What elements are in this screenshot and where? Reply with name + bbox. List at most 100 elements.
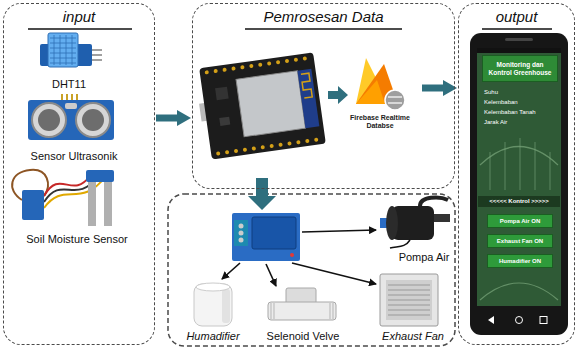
dht11-sensor <box>72 35 73 65</box>
screen-label: Suhu <box>484 88 498 96</box>
ultrasonic-sensor <box>66 94 68 100</box>
screen-label: Kelembaban Tanah <box>484 108 536 116</box>
nodemcu-board <box>216 151 221 156</box>
panel-title: input <box>4 4 154 25</box>
nodemcu-board <box>243 148 248 153</box>
humidifier <box>194 283 232 326</box>
nodemcu-board <box>219 117 230 126</box>
exhaust-fan <box>388 315 430 316</box>
cloud-database: Firebase Realtime Databse <box>339 56 421 130</box>
dht11-sensor <box>54 35 55 65</box>
soil-moisture-sensor <box>22 190 44 220</box>
nodemcu-board <box>287 141 292 146</box>
screen-label: Jarak Air <box>484 118 507 126</box>
node-text: Exhaust Fan ON <box>491 237 549 245</box>
ultrasonic-sensor <box>65 103 77 109</box>
node-text: Pompa Air <box>397 251 451 264</box>
relay-module <box>239 231 244 236</box>
soil-moisture-sensor <box>104 182 112 226</box>
nodemcu-board <box>194 52 326 160</box>
soil-moisture-sensor <box>86 170 114 182</box>
sensor-caption: Sensor Ultrasonik <box>9 150 139 163</box>
smartphone <box>505 38 533 41</box>
ultrasonic-sensor <box>76 103 110 137</box>
relay-module <box>239 238 244 243</box>
node-text: Pompa Air ON <box>491 217 549 225</box>
nodemcu-board <box>303 56 308 61</box>
dht11-sensor <box>40 33 102 67</box>
nodemcu-board <box>278 143 283 148</box>
ultrasonic-sensor <box>38 109 60 131</box>
nodemcu-board <box>234 149 239 154</box>
node-text: Monitoring dan Kontrol Greenhouse <box>486 61 554 77</box>
smartphone <box>478 196 560 207</box>
node-text: Selenoid Velve <box>258 330 348 343</box>
firebase-icon <box>356 58 405 110</box>
relay-arrow <box>222 263 240 279</box>
solenoid-valve <box>333 303 334 319</box>
panel-region: inputDHT11Sensor UltrasonikSoil Moisture… <box>3 3 155 345</box>
dht11-sensor <box>48 33 78 67</box>
exhaust-fan <box>388 290 430 291</box>
node-text: Firebase Realtime Databse <box>341 114 419 130</box>
nodemcu-board <box>225 150 230 155</box>
relay-module <box>252 217 296 249</box>
nodemcu-board <box>296 140 301 145</box>
nodemcu-board <box>249 64 254 69</box>
nodemcu-board <box>314 138 319 143</box>
ultrasonic-sensor <box>76 94 78 100</box>
dht11-sensor <box>66 35 67 65</box>
data-flow-arrow <box>248 178 276 210</box>
exhaust-fan <box>380 274 438 326</box>
node-text: Sensor Ultrasonik <box>11 150 137 163</box>
nodemcu-board <box>213 69 218 74</box>
exhaust-fan <box>388 310 430 311</box>
panel-title: output <box>459 4 574 25</box>
node-text: Soil Moisture Sensor <box>6 233 148 246</box>
panel-region: Pemrosesan DataFirebase Realtime Databse <box>192 3 455 189</box>
node-text: DHT11 <box>16 78 122 91</box>
water-pump <box>392 206 434 240</box>
connector-arrow <box>156 115 183 122</box>
nodemcu-board <box>301 73 312 98</box>
humidifier <box>222 289 230 323</box>
exhaust-fan <box>388 295 430 296</box>
node-text: Humadifier <box>179 330 247 343</box>
water-pump <box>386 206 398 240</box>
smartphone <box>516 317 523 324</box>
nodemcu-board <box>199 52 326 159</box>
title-underline <box>28 28 132 30</box>
smartphone <box>505 142 506 190</box>
firebase-icon <box>388 96 402 97</box>
soil-moisture-sensor <box>12 170 114 226</box>
smartphone <box>520 138 521 190</box>
nodemcu-board <box>252 146 257 151</box>
relay-module <box>232 213 300 261</box>
firebase-icon <box>356 80 385 104</box>
node-text: Exhaust Fan <box>375 330 451 343</box>
smartphone <box>480 147 558 166</box>
water-pump <box>434 214 450 222</box>
data-flow-arrow <box>248 86 348 210</box>
ultrasonic-sensor <box>32 103 66 137</box>
nodemcu-board <box>305 139 310 144</box>
exhaust-fan <box>386 280 432 320</box>
relay-arrow <box>222 230 376 286</box>
actuator-caption: Exhaust Fan <box>373 330 453 343</box>
app-button: Exhaust Fan ON <box>487 234 553 248</box>
title-underline <box>482 28 552 30</box>
smartphone <box>488 316 494 324</box>
relay-module <box>290 253 294 257</box>
smartphone <box>480 283 558 300</box>
ultrasonic-sensor <box>61 94 63 100</box>
ultrasonic-sensor <box>82 109 104 131</box>
nodemcu-board <box>297 69 319 128</box>
relay-module <box>234 220 248 246</box>
screen-label: <<<<< Kontrol >>>>> <box>478 197 560 205</box>
smartphone <box>477 48 561 306</box>
app-button: Humadifier ON <box>487 254 553 268</box>
nodemcu-board <box>276 60 281 65</box>
